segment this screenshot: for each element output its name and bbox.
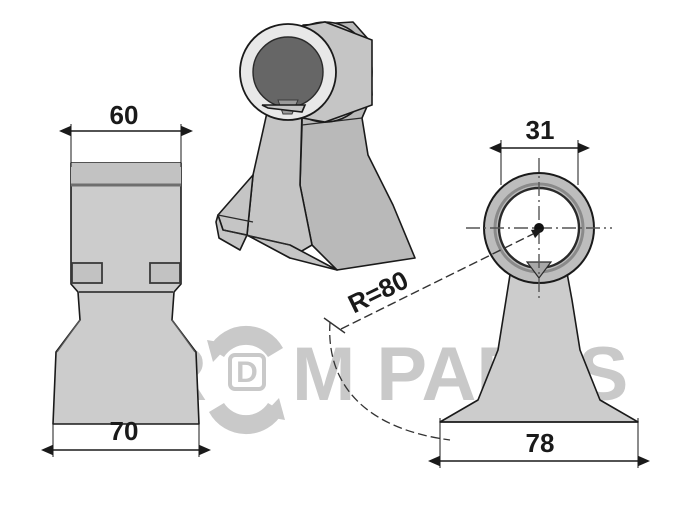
side-view-body-outline xyxy=(52,162,200,425)
front-view: 31 78 R=80 xyxy=(323,115,650,468)
iso-boss-neck-junction xyxy=(261,104,307,113)
side-view: 60 70 xyxy=(41,100,211,457)
side-view-chamfer-right xyxy=(171,319,196,353)
front-view-center-point xyxy=(534,223,544,233)
dim-label-60: 60 xyxy=(110,100,139,130)
dim-label-78: 78 xyxy=(526,428,555,458)
side-view-notch-left xyxy=(71,262,103,284)
radius-leader-line-r80 xyxy=(340,229,544,330)
side-view-notch-right xyxy=(149,262,181,284)
side-view-top-band xyxy=(71,163,181,185)
iso-bore-hole xyxy=(252,36,324,108)
isometric-view xyxy=(215,21,416,271)
rdm-logo-icon: D xyxy=(207,325,285,435)
iso-fold-line-2 xyxy=(217,214,254,223)
side-view-chamfer-left xyxy=(56,319,81,353)
radius-arc-r80 xyxy=(329,321,451,441)
dim-label-31: 31 xyxy=(526,115,555,145)
radius-leader-tick xyxy=(323,317,346,334)
dim-label-70: 70 xyxy=(110,416,139,446)
iso-fold-line-1 xyxy=(222,229,291,246)
watermark-logo-letter: D xyxy=(236,356,258,389)
